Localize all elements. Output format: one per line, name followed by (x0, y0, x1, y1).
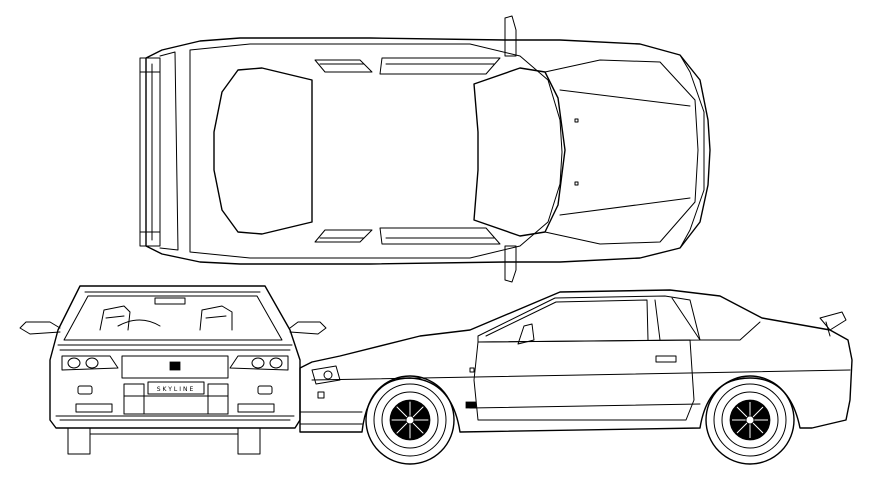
front-view: SKYLINE (19, 285, 327, 455)
top-body-outline (145, 37, 711, 265)
front-windshield (63, 295, 283, 341)
side-badge (465, 401, 477, 409)
front-rear-mirror (154, 297, 186, 305)
front-badge-text: SKYLINE (157, 386, 196, 393)
side-wheel-rear (705, 375, 795, 465)
top-rear-wing (139, 57, 161, 247)
side-headlight (311, 365, 341, 385)
side-view (299, 289, 853, 465)
top-windshield (473, 67, 566, 237)
top-vent-upper-right (379, 57, 501, 75)
front-tire-left (67, 427, 91, 455)
side-wheel-front (365, 375, 455, 465)
top-mirror-lower (504, 245, 517, 283)
side-body-outline (299, 289, 853, 433)
side-windows (477, 295, 701, 343)
top-vent-upper-left (314, 59, 373, 73)
front-tire-right (237, 427, 261, 455)
side-door-handle (655, 355, 677, 363)
front-license-plate (147, 381, 205, 395)
front-upper-grille (121, 355, 229, 379)
top-rear-window (213, 67, 313, 235)
front-vent-right (237, 403, 275, 413)
top-roof (189, 43, 563, 259)
top-vent-lower-right (379, 227, 501, 245)
front-mirror-right (289, 321, 327, 335)
top-mirror-upper (504, 15, 517, 57)
front-seat-right (199, 305, 233, 331)
front-vent-left (75, 403, 113, 413)
front-headlight-right (229, 355, 289, 371)
top-hood (544, 59, 699, 245)
front-seat-left (99, 305, 131, 331)
front-lower-grille (123, 383, 145, 415)
front-mirror-left (19, 321, 61, 335)
top-view (139, 15, 711, 283)
front-headlight-left (61, 355, 119, 371)
front-body-outline (49, 285, 301, 429)
top-vent-lower-left (314, 229, 373, 243)
side-door (473, 339, 695, 421)
side-rear-wing (819, 311, 847, 331)
